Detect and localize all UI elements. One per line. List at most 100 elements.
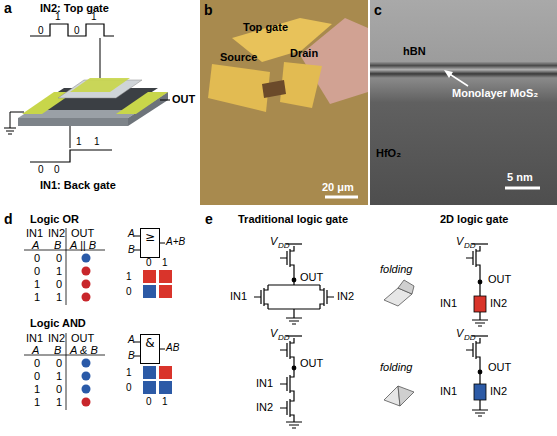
text-label: 1 — [34, 292, 40, 303]
text-label: IN1: Back gate — [40, 180, 116, 191]
text-label: folding — [380, 264, 412, 275]
text-label: 1 — [56, 292, 62, 303]
gate-symbol-text: & — [145, 337, 154, 349]
text-label: V — [456, 328, 463, 339]
device-illustration — [18, 78, 168, 126]
microscope-image — [200, 0, 368, 205]
text-label: OUT — [488, 274, 511, 285]
text-label: 1 — [55, 12, 61, 22]
panel-letter: e — [205, 212, 213, 226]
text-label: 1 — [76, 137, 82, 147]
text-label: 0 — [126, 383, 132, 393]
text-label: 0 — [146, 258, 152, 268]
text-label: DD — [464, 334, 476, 342]
panel-letter: c — [374, 3, 382, 17]
text-label: 1 — [162, 258, 168, 268]
text-label: IN1 — [256, 378, 273, 389]
panel-letter: b — [204, 3, 213, 17]
text-label: 0 — [38, 165, 44, 175]
text-label: IN2 — [48, 228, 65, 239]
text-label: OUT — [488, 362, 511, 373]
text-label: OUT — [300, 358, 323, 369]
text-label: 1 — [91, 12, 97, 22]
text-label: 1 — [162, 397, 168, 407]
ground-symbol — [4, 112, 24, 134]
text-label: A & B — [70, 345, 98, 356]
text-label: 0 — [56, 384, 62, 395]
text-label: 0 — [34, 358, 40, 369]
text-label: V — [456, 236, 463, 247]
text-label: Logic OR — [30, 214, 79, 225]
text-label: Logic AND — [30, 318, 86, 329]
text-label: 1 — [56, 266, 62, 277]
logic-gate-symbol: ≥ — [140, 228, 160, 258]
circuit — [254, 244, 488, 428]
2d-transistor — [474, 296, 486, 312]
text-label: Monolayer MoS₂ — [452, 88, 538, 99]
text-label: 1 — [34, 384, 40, 395]
text-label: 1 — [94, 137, 100, 147]
logic-gate-symbol: & — [140, 334, 160, 364]
text-label: OUT — [300, 272, 323, 283]
text-label: A — [32, 240, 39, 251]
text-label: 0 — [38, 26, 44, 36]
text-label: A || B — [70, 240, 96, 251]
text-label: IN2: Top gate — [40, 3, 109, 14]
text-label: AB — [166, 343, 179, 353]
text-label: 0 — [56, 279, 62, 290]
folding-icon — [384, 280, 414, 406]
text-label: 0 — [54, 165, 60, 175]
wire — [160, 100, 170, 101]
tem-image — [370, 0, 557, 205]
text-label: 0 — [56, 253, 62, 264]
wire — [70, 126, 71, 148]
gate-symbol-text: ≥ — [145, 231, 155, 243]
text-label: A — [128, 229, 135, 239]
text-label: Traditional logic gate — [238, 214, 348, 225]
text-label: 1 — [126, 368, 132, 378]
text-label: IN2 — [490, 298, 507, 309]
text-label: V — [270, 236, 277, 247]
text-label: IN2 — [48, 333, 65, 344]
text-label: IN2 — [256, 402, 273, 413]
text-label: IN1 — [26, 228, 43, 239]
text-label: 1 — [56, 397, 62, 408]
text-label: Top gate — [243, 22, 288, 33]
text-label: A — [128, 335, 135, 345]
text-label: OUT — [71, 228, 94, 239]
karnaugh-grid — [143, 270, 172, 394]
text-label: B — [54, 240, 61, 251]
text-label: 0 — [34, 266, 40, 277]
panel-letter: d — [4, 212, 13, 226]
waveform — [30, 150, 112, 162]
text-label: DD — [278, 242, 290, 250]
text-label: DD — [278, 334, 290, 342]
text-label: 5 nm — [507, 172, 533, 183]
text-label: DD — [464, 242, 476, 250]
text-label: OUT — [172, 94, 195, 105]
text-label: Drain — [290, 48, 318, 59]
wire — [100, 38, 101, 78]
text-label: 1 — [34, 397, 40, 408]
text-label: 0 — [56, 358, 62, 369]
text-label: 0 — [34, 253, 40, 264]
text-label: B — [54, 345, 61, 356]
text-label: 20 μm — [322, 182, 354, 193]
text-label: 0 — [34, 371, 40, 382]
text-label: IN1 — [440, 386, 457, 397]
text-label: IN1 — [440, 298, 457, 309]
text-label: 0 — [74, 26, 80, 36]
text-label: B — [128, 245, 135, 255]
text-label: hBN — [403, 46, 426, 57]
text-label: 0 — [146, 397, 152, 407]
text-label: 1 — [126, 272, 132, 282]
text-label: OUT — [71, 333, 94, 344]
text-label: 2D logic gate — [440, 214, 508, 225]
text-label: V — [270, 328, 277, 339]
text-label: folding — [380, 362, 412, 373]
text-label: 0 — [126, 287, 132, 297]
text-label: HfO₂ — [376, 148, 401, 159]
text-label: B — [128, 351, 135, 361]
text-label: IN2 — [337, 291, 354, 302]
text-label: 1 — [56, 371, 62, 382]
